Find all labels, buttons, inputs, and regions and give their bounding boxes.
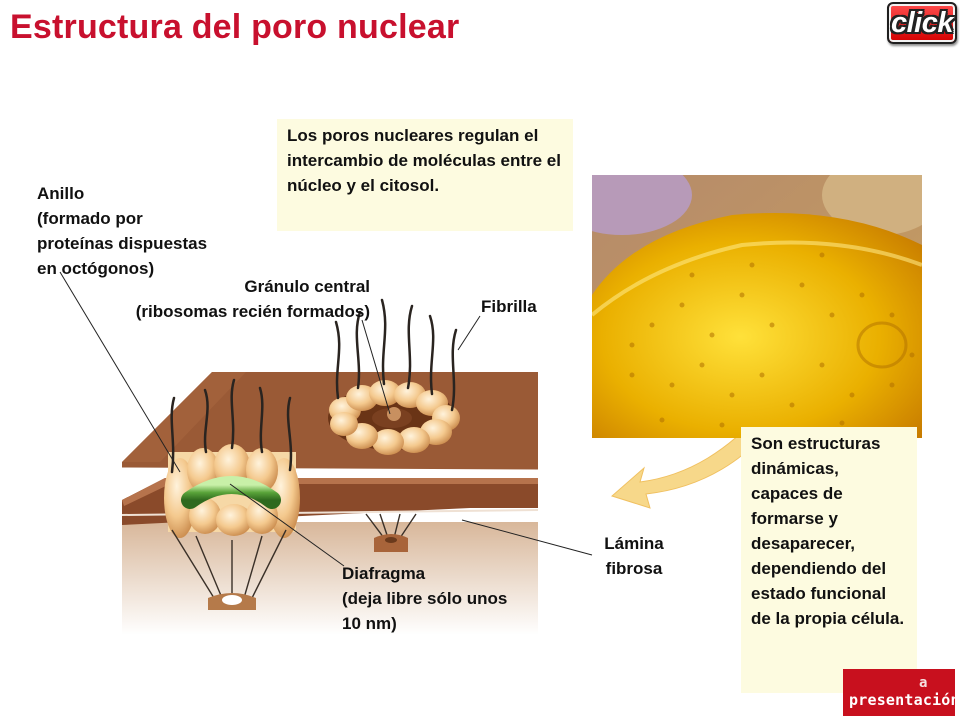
label-lamina-fibrosa: Lámina fibrosa (604, 534, 664, 578)
label-granulo-central: Gránulo central (ribosomas recién formad… (135, 277, 370, 321)
label-fibrilla: Fibrilla (481, 297, 537, 316)
fibrils (170, 298, 458, 474)
presentation-button-line1: a (919, 675, 928, 691)
side-pore-complex (164, 444, 300, 538)
label-diafragma: Diafragma (deja libre sólo unos 10 nm) (342, 564, 508, 633)
upper-pore-ring (329, 380, 460, 455)
leader-lines (59, 271, 593, 567)
callout-intercambio: Los poros nucleares regulan el intercamb… (277, 119, 573, 231)
micrograph-image (592, 175, 922, 438)
label-anillo: Anillo (formado por proteínas dispuestas… (37, 184, 208, 278)
nuclear-basket (171, 513, 417, 599)
nucleoplasm-region (122, 522, 538, 635)
presentation-button-line2: presentación (849, 691, 960, 709)
presentation-button[interactable]: a presentación (843, 669, 960, 716)
page-title: Estructura del poro nuclear (10, 8, 460, 46)
click-button[interactable]: click (887, 2, 957, 44)
callout-dinamicas: Son estructuras dinámicas, capaces de fo… (741, 427, 917, 693)
